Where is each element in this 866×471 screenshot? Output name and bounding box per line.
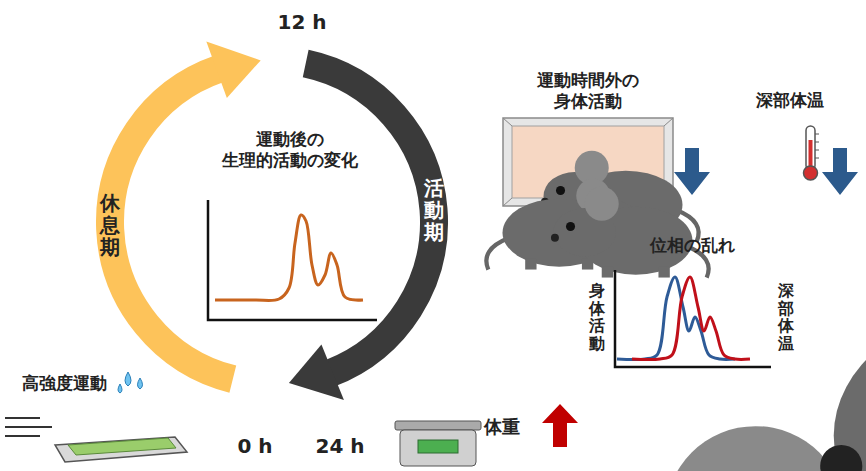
weight-label: 体重 — [484, 415, 520, 439]
treadmill — [55, 437, 187, 462]
decrease-arrow — [674, 148, 710, 195]
rest-phase-arrow: 休息期 — [0, 0, 480, 430]
node-shape — [585, 235, 800, 380]
treadmill-belt — [68, 438, 176, 455]
node-heading: 位相の乱れ — [617, 235, 767, 256]
running-mouse — [0, 459, 67, 471]
increase-arrow — [542, 404, 578, 447]
phase-label: 深部体温 — [778, 282, 794, 352]
plot-axes — [208, 200, 377, 320]
cage-panel: 運動時間外の 身体活動 — [495, 68, 680, 210]
phase-label: 身体活動 — [589, 282, 605, 352]
weighed-mouse — [486, 426, 866, 471]
cage-edge — [664, 118, 673, 126]
node-shape — [0, 0, 480, 430]
active-phase-arrow — [306, 64, 434, 374]
scale-plate — [395, 421, 481, 430]
decrease-arrow — [822, 148, 858, 195]
time-label: 12 h — [277, 10, 326, 34]
rest-phase-arrow — [110, 69, 233, 379]
mouse — [820, 195, 866, 471]
thermometer-bulb — [804, 166, 818, 180]
phase-label: 休息期 — [100, 192, 120, 258]
scale-body — [400, 430, 476, 466]
activity-curve — [215, 215, 363, 301]
active-phase-arrow-head — [289, 344, 344, 400]
thermometer — [806, 126, 815, 170]
time-label: 0 h — [237, 434, 272, 458]
node-shape — [0, 0, 480, 430]
active-phase-arrow: 活動期 — [0, 0, 480, 430]
time-label: 24 h — [315, 434, 364, 458]
speed-lines — [5, 418, 52, 436]
plot-axes — [615, 270, 771, 367]
caged-mouse — [551, 187, 709, 278]
sweat-icon — [118, 372, 143, 393]
scale-display — [418, 440, 458, 453]
node-heading: 運動時間外の 身体活動 — [523, 70, 653, 113]
exercise-label: 高強度運動 — [22, 372, 107, 395]
phase-plot: 位相の乱れ身体活動 深部体温 — [585, 235, 800, 380]
activity-plot: 運動後の 生理的活動の変化 — [195, 125, 385, 330]
rest-phase-arrow-head — [206, 42, 260, 98]
temperature-label: 深部体温 — [756, 89, 824, 112]
phase-label: 活動期 — [424, 177, 444, 243]
node-heading: 運動後の 生理的活動の変化 — [210, 129, 370, 172]
cage-edge — [503, 118, 512, 126]
temperature-curve — [632, 277, 750, 360]
cage-edge — [503, 198, 512, 206]
